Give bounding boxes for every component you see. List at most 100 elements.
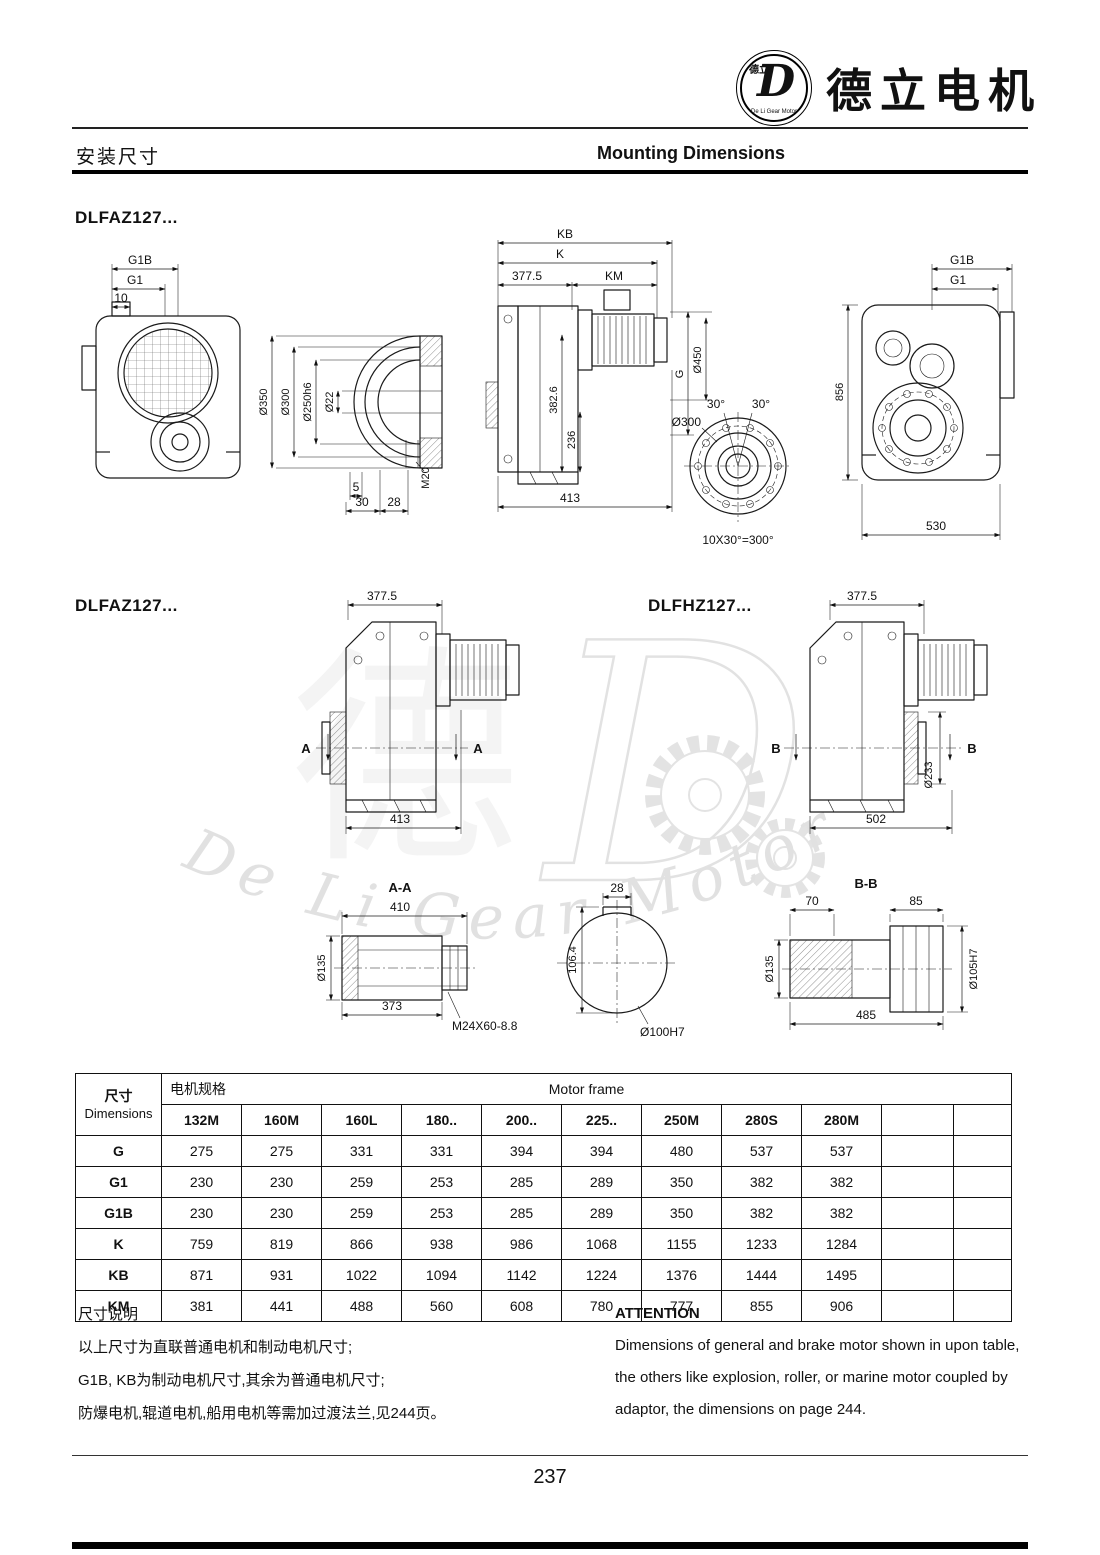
drawing-front-view-left: G1B G1 10	[81, 253, 241, 479]
table-cell-empty	[953, 1228, 1012, 1260]
brand-name: 德立电机	[826, 64, 1042, 118]
section-cut-label-a-left: A	[301, 741, 311, 756]
table-cell-empty	[881, 1135, 954, 1167]
table-cell: 253	[401, 1197, 482, 1229]
drawing-side-view: KB K 377.5 KM G Ø450 382.6 236 413	[485, 227, 712, 512]
notes-cn-line: 防爆电机,辊道电机,船用电机等需加过渡法兰,见244页。	[78, 1405, 446, 1422]
title-rule	[72, 170, 1028, 174]
dim-label-28-key: 28	[610, 881, 624, 895]
row-label: KM	[75, 1290, 162, 1322]
dim-header-cell: 尺寸 Dimensions	[75, 1073, 162, 1136]
section-label-dlfaz127-mid: DLFAZ127...	[75, 596, 178, 615]
table-header-row-1: 尺寸 Dimensions 电机规格 Motor frame	[75, 1073, 1012, 1136]
dim-label-485: 485	[856, 1008, 876, 1022]
table-cell: 275	[161, 1135, 242, 1167]
dim-label-377-side: 377.5	[512, 269, 542, 283]
dimensions-table: 尺寸 Dimensions 电机规格 Motor frame 132M 160M…	[75, 1073, 1012, 1322]
table-cell: 382	[721, 1166, 802, 1198]
dim-label-g1: G1	[127, 273, 143, 287]
drawing-hub-section: Ø350 Ø300 Ø250h6 Ø22 M20 5 30 28	[258, 335, 443, 515]
dim-label-382: 382.6	[548, 386, 560, 414]
dim-label-d450: Ø450	[692, 347, 704, 374]
table-cell: 1068	[561, 1228, 642, 1260]
dim-label-d350: Ø350	[258, 389, 270, 416]
table-cell: 777	[641, 1290, 722, 1322]
column-header-empty	[953, 1104, 1012, 1136]
output-flange-bolt-holes	[878, 390, 958, 466]
row-label: KB	[75, 1259, 162, 1291]
attention-title: ATTENTION	[615, 1305, 700, 1322]
table-cell: 537	[801, 1135, 882, 1167]
table-cell-empty	[953, 1166, 1012, 1198]
dim-label-502: 502	[866, 812, 886, 826]
column-header: 180..	[401, 1104, 482, 1136]
dim-label-410: 410	[390, 900, 410, 914]
table-cell-empty	[953, 1197, 1012, 1229]
table-cell: 350	[641, 1166, 722, 1198]
table-cell: 938	[401, 1228, 482, 1260]
table-cell: 331	[401, 1135, 482, 1167]
section-cut-label-b-right: B	[967, 741, 976, 756]
notes-en-line: the others like explosion, roller, or ma…	[615, 1369, 1008, 1386]
table-cell: 906	[801, 1290, 882, 1322]
drawing-faz-top-view: 377.5 A A 413	[301, 589, 520, 834]
dim-label-d22: Ø22	[324, 392, 336, 413]
dim-label-km: KM	[605, 269, 623, 283]
table-cell-empty	[881, 1259, 954, 1291]
table-cell: 1495	[801, 1259, 882, 1291]
section-cut-label-b-left: B	[771, 741, 780, 756]
table-cell: 1444	[721, 1259, 802, 1291]
page-title-cn: 安装尺寸	[76, 147, 161, 168]
table-cell: 1094	[401, 1259, 482, 1291]
dim-label-377-fhz: 377.5	[847, 589, 877, 603]
technical-drawings: 德 D De Li Gear Motor	[81, 227, 1015, 1039]
table-cell: 931	[241, 1259, 322, 1291]
notes-english: ATTENTION Dimensions of general and brak…	[615, 1298, 1035, 1426]
table-cell: 259	[321, 1166, 402, 1198]
dim-label-856: 856	[834, 383, 846, 401]
column-header: 280M	[801, 1104, 882, 1136]
table-cell: 1155	[641, 1228, 722, 1260]
table-cell: 759	[161, 1228, 242, 1260]
dim-label-d233: Ø233	[923, 762, 935, 789]
section-label-dlfaz127-top: DLFAZ127...	[75, 208, 178, 227]
notes-cn-line: 以上尺寸为直联普通电机和制动电机尺寸;	[78, 1339, 353, 1356]
table-cell: 1284	[801, 1228, 882, 1260]
table-cell: 608	[481, 1290, 562, 1322]
table-cell: 441	[241, 1290, 322, 1322]
drawing-front-view-right: G1B G1 856 530	[834, 253, 1015, 540]
dim-label-d135-aa: Ø135	[316, 955, 328, 982]
table-cell-empty	[953, 1135, 1012, 1167]
notes-cn-line: G1B, KB为制动电机尺寸,其余为普通电机尺寸;	[78, 1372, 385, 1389]
table-cell: 1376	[641, 1259, 722, 1291]
table-cell: 289	[561, 1197, 642, 1229]
column-header: 160M	[241, 1104, 322, 1136]
column-header: 200..	[481, 1104, 562, 1136]
row-label: G1B	[75, 1197, 162, 1229]
table-cell: 382	[801, 1166, 882, 1198]
emblem-en-text: De Li Gear Motor	[750, 109, 798, 115]
table-cell: 855	[721, 1290, 802, 1322]
table-cell: 986	[481, 1228, 562, 1260]
column-header: 225..	[561, 1104, 642, 1136]
section-cut-label-a-right: A	[473, 741, 483, 756]
section-title-bb: B-B	[854, 876, 877, 891]
column-header: 160L	[321, 1104, 402, 1136]
table-cell-empty	[953, 1259, 1012, 1291]
footer-rule	[72, 1455, 1028, 1456]
table-cell: 394	[481, 1135, 562, 1167]
table-cell-empty	[881, 1290, 954, 1322]
table-cell: 871	[161, 1259, 242, 1291]
table-cell: 259	[321, 1197, 402, 1229]
dim-label-106: 106.4	[567, 946, 579, 974]
table-cell-empty	[953, 1290, 1012, 1322]
drawing-flange-view: 30° 30° Ø300 10X30°=300°	[672, 397, 792, 547]
dim-label-530: 530	[926, 519, 946, 533]
dim-label-413-faz: 413	[390, 812, 410, 826]
notes-en-line: Dimensions of general and brake motor sh…	[615, 1337, 1020, 1354]
dim-label-70: 70	[805, 894, 819, 908]
